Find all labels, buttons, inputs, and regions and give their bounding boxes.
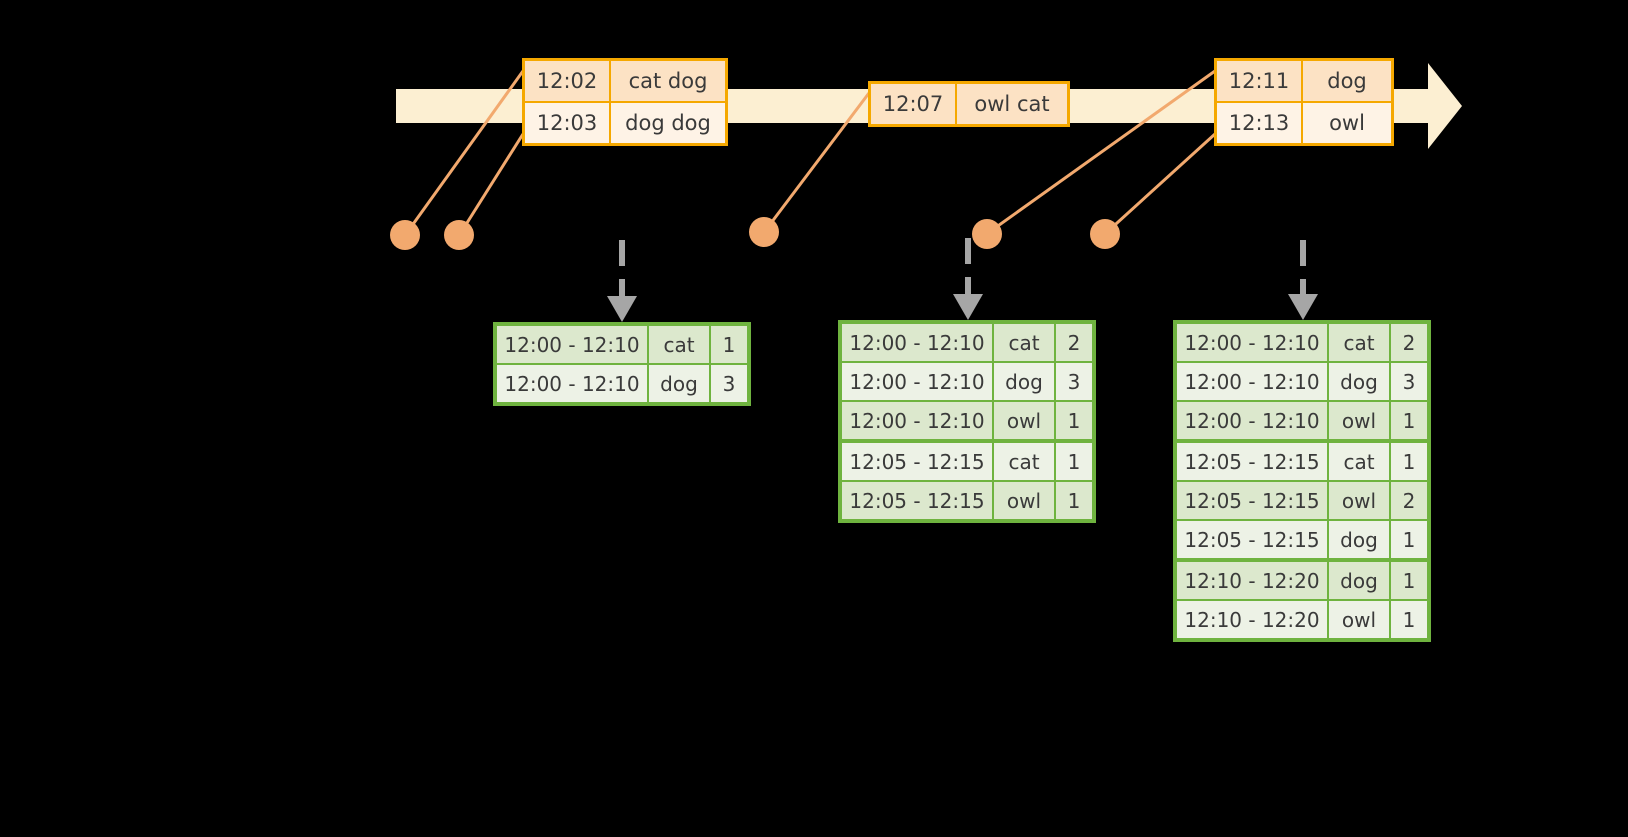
count-cell: 1 [1391, 443, 1427, 480]
event-row[interactable]: 12:03 dog dog [525, 101, 725, 143]
word-cell: dog [1329, 562, 1391, 599]
dashed-arrow-to-table-3 [1288, 240, 1318, 320]
count-cell: 1 [1056, 482, 1092, 519]
event-words: owl [1303, 103, 1391, 143]
event-time: 12:07 [871, 84, 957, 124]
window-cell: 12:00 - 12:10 [1177, 324, 1329, 361]
window-cell: 12:05 - 12:15 [1177, 521, 1329, 558]
window-cell: 12:00 - 12:10 [842, 324, 994, 361]
event-time: 12:13 [1217, 103, 1303, 143]
word-cell: cat [994, 324, 1056, 361]
window-cell: 12:00 - 12:10 [842, 363, 994, 400]
dashed-arrow-to-table-2 [953, 238, 983, 320]
event-group-3[interactable]: 12:11 dog 12:13 owl [1214, 58, 1394, 146]
count-cell: 1 [711, 326, 747, 363]
count-cell: 1 [1391, 402, 1427, 439]
event-dots [390, 217, 1120, 250]
event-dot [972, 219, 1002, 249]
event-dot [390, 220, 420, 250]
event-row[interactable]: 12:07 owl cat [871, 84, 1067, 124]
window-cell: 12:05 - 12:15 [842, 443, 994, 480]
count-cell: 2 [1056, 324, 1092, 361]
event-dot [444, 220, 474, 250]
event-row[interactable]: 12:11 dog [1217, 61, 1391, 101]
event-words: owl cat [957, 84, 1067, 124]
count-cell: 2 [1391, 482, 1427, 519]
event-dot [749, 217, 779, 247]
word-cell: owl [994, 482, 1056, 519]
word-cell: dog [1329, 363, 1391, 400]
event-words: dog dog [611, 103, 725, 143]
count-cell: 1 [1056, 443, 1092, 480]
event-row[interactable]: 12:13 owl [1217, 101, 1391, 143]
window-cell: 12:10 - 12:20 [1177, 601, 1329, 638]
word-cell: cat [994, 443, 1056, 480]
count-cell: 1 [1056, 402, 1092, 439]
event-dot [1090, 219, 1120, 249]
window-cell: 12:10 - 12:20 [1177, 562, 1329, 599]
event-words: dog [1303, 61, 1391, 101]
event-time: 12:11 [1217, 61, 1303, 101]
word-cell: dog [994, 363, 1056, 400]
event-group-1[interactable]: 12:02 cat dog 12:03 dog dog [522, 58, 728, 146]
count-cell: 1 [1391, 521, 1427, 558]
count-cell: 2 [1391, 324, 1427, 361]
word-cell: cat [1329, 443, 1391, 480]
word-cell: dog [1329, 521, 1391, 558]
count-cell: 1 [1391, 601, 1427, 638]
count-cell: 3 [711, 365, 747, 402]
window-cell: 12:05 - 12:15 [1177, 482, 1329, 519]
word-cell: dog [649, 365, 711, 402]
window-cell: 12:00 - 12:10 [1177, 402, 1329, 439]
event-words: cat dog [611, 61, 725, 101]
dashed-arrows [607, 238, 1318, 322]
word-cell: owl [1329, 402, 1391, 439]
word-cell: cat [1329, 324, 1391, 361]
event-time: 12:02 [525, 61, 611, 101]
window-cell: 12:00 - 12:10 [842, 402, 994, 439]
word-cell: owl [994, 402, 1056, 439]
window-cell: 12:00 - 12:10 [1177, 363, 1329, 400]
word-cell: owl [1329, 482, 1391, 519]
window-cell: 12:00 - 12:10 [497, 365, 649, 402]
window-cell: 12:05 - 12:15 [842, 482, 994, 519]
window-cell: 12:00 - 12:10 [497, 326, 649, 363]
word-cell: cat [649, 326, 711, 363]
event-row[interactable]: 12:02 cat dog [525, 61, 725, 101]
word-cell: owl [1329, 601, 1391, 638]
count-cell: 1 [1391, 562, 1427, 599]
event-time: 12:03 [525, 103, 611, 143]
event-group-2[interactable]: 12:07 owl cat [868, 81, 1070, 127]
dashed-arrow-to-table-1 [607, 240, 637, 322]
count-cell: 3 [1391, 363, 1427, 400]
window-cell: 12:05 - 12:15 [1177, 443, 1329, 480]
count-cell: 3 [1056, 363, 1092, 400]
